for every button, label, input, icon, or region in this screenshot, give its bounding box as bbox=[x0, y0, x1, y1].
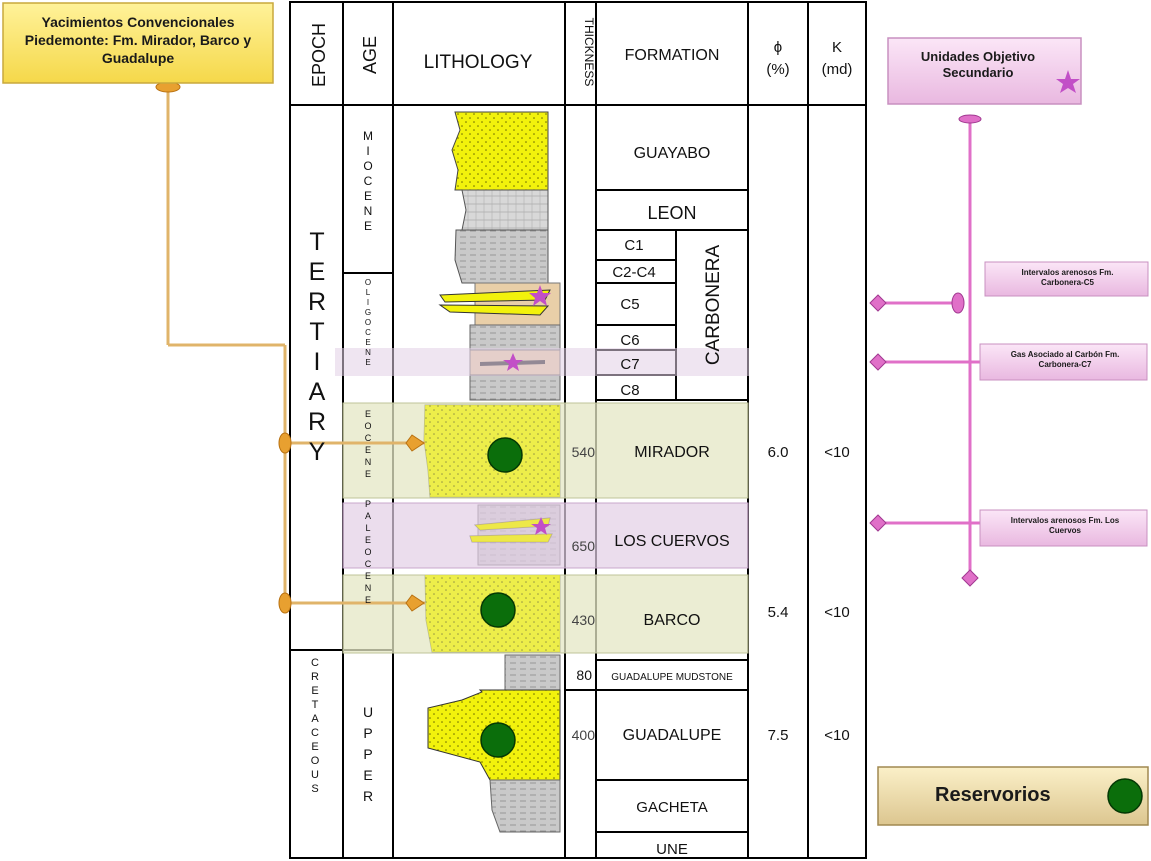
formation-header: FORMATION bbox=[625, 47, 720, 64]
formation-c8: C8 bbox=[620, 382, 639, 399]
left-callout-box bbox=[2, 2, 274, 84]
formation-barco: BARCO bbox=[644, 612, 701, 629]
formation-carbonera: CARBONERA bbox=[703, 244, 724, 365]
leon-silt-layer bbox=[461, 189, 549, 231]
formation-mirador: MIRADOR bbox=[634, 444, 710, 461]
left-connector bbox=[166, 88, 425, 605]
c5-star-icon bbox=[529, 285, 551, 306]
age-header: AGE bbox=[360, 36, 380, 74]
right-callout-title: Unidades Objetivo Secundario bbox=[920, 49, 1036, 80]
formation-c1: C1 bbox=[624, 237, 643, 254]
thickness-guadalupe: 400 bbox=[572, 727, 596, 743]
epoch-header: EPOCH bbox=[309, 23, 329, 87]
thickness-barco: 430 bbox=[572, 612, 596, 628]
c7-callout-box bbox=[979, 343, 1148, 381]
porosity-barco: 5.4 bbox=[768, 604, 789, 621]
formation-c7: C7 bbox=[620, 356, 639, 373]
c8-shale-layer bbox=[469, 374, 561, 401]
formation-gacheta: GACHETA bbox=[636, 799, 707, 816]
lithology-header: LITHOLOGY bbox=[424, 52, 533, 73]
formation-c6: C6 bbox=[620, 332, 639, 349]
phi-header: ϕ bbox=[774, 39, 782, 56]
left-callout-title: Yacimientos Convencionales Piedemonte: F… bbox=[24, 14, 252, 66]
formation-c2c4: C2-C4 bbox=[612, 264, 655, 281]
formation-los-cuervos: LOS CUERVOS bbox=[614, 533, 729, 550]
c7-secondary-band bbox=[335, 348, 749, 376]
mirador-reservoir-dot bbox=[487, 437, 523, 473]
formation-labels: GUAYABO LEON C1 C2-C4 C5 C6 C7 C8 CARBON… bbox=[611, 145, 733, 858]
thickness-values: 540 650 430 80 400 bbox=[572, 444, 596, 743]
guadalupe-mudstone-layer bbox=[504, 654, 561, 691]
c5-sand-streaks bbox=[438, 289, 551, 316]
formation-leon: LEON bbox=[647, 203, 696, 223]
c7-callout-text: Gas Asociado al Carbón Fm. Carbonera-C7 bbox=[1010, 350, 1120, 369]
left-connector-nodes bbox=[155, 81, 425, 614]
los-cuervos-callout-box bbox=[979, 509, 1148, 547]
formation-c5: C5 bbox=[620, 296, 639, 313]
gacheta-shale-layer bbox=[489, 779, 561, 833]
permeability-mirador: <10 bbox=[824, 444, 849, 461]
guayabo-sand-layer bbox=[451, 111, 549, 191]
star-icon bbox=[1056, 70, 1080, 93]
los-cuervos-star-icon bbox=[531, 517, 551, 535]
formation-guayabo: GUAYABO bbox=[634, 145, 711, 162]
phi-unit: (%) bbox=[766, 61, 789, 78]
legend-box bbox=[877, 766, 1149, 826]
right-connector bbox=[878, 120, 980, 578]
permeability-guadalupe: <10 bbox=[824, 727, 849, 744]
guadalupe-reservoir-dot bbox=[480, 722, 516, 758]
formation-une: UNE bbox=[656, 841, 688, 858]
k-unit: (md) bbox=[822, 61, 853, 78]
formation-guadalupe-mudstone: GUADALUPE MUDSTONE bbox=[611, 672, 733, 683]
k-header: K bbox=[832, 39, 842, 56]
secondary-target-stars bbox=[503, 285, 551, 535]
formation-guadalupe: GUADALUPE bbox=[623, 727, 722, 744]
legend-reservoir-label: Reservorios bbox=[935, 784, 1051, 806]
permeability-barco: <10 bbox=[824, 604, 849, 621]
right-callout-box bbox=[887, 37, 1082, 105]
barco-reservoir-dot bbox=[480, 592, 516, 628]
c5-callout-box bbox=[984, 261, 1149, 297]
legend-reservoir-dot bbox=[1107, 778, 1143, 814]
highlight-bands bbox=[335, 348, 749, 654]
c5-tan-layer bbox=[474, 282, 561, 326]
thickness-los-cuervos: 650 bbox=[572, 538, 596, 554]
porosity-mirador: 6.0 bbox=[768, 444, 789, 461]
c6-shale-layer bbox=[469, 324, 561, 351]
thickness-guadalupe-mudstone: 80 bbox=[576, 667, 592, 683]
reservoir-markers bbox=[480, 437, 523, 758]
porosity-guadalupe: 7.5 bbox=[768, 727, 789, 744]
thickness-mirador: 540 bbox=[572, 444, 596, 460]
property-values: 6.0 5.4 7.5 <10 <10 <10 bbox=[768, 444, 850, 744]
c7-star-icon bbox=[503, 353, 523, 371]
right-connector-nodes bbox=[869, 114, 982, 587]
c1-c4-shale-layer bbox=[454, 229, 549, 284]
thickness-header: THICKNESS bbox=[582, 18, 596, 87]
c5-callout-text: Intervalos arenosos Fm. Carbonera-C5 bbox=[1021, 268, 1114, 287]
los-cuervos-callout-text: Intervalos arenosos Fm. Los Cuervos bbox=[1010, 516, 1120, 535]
